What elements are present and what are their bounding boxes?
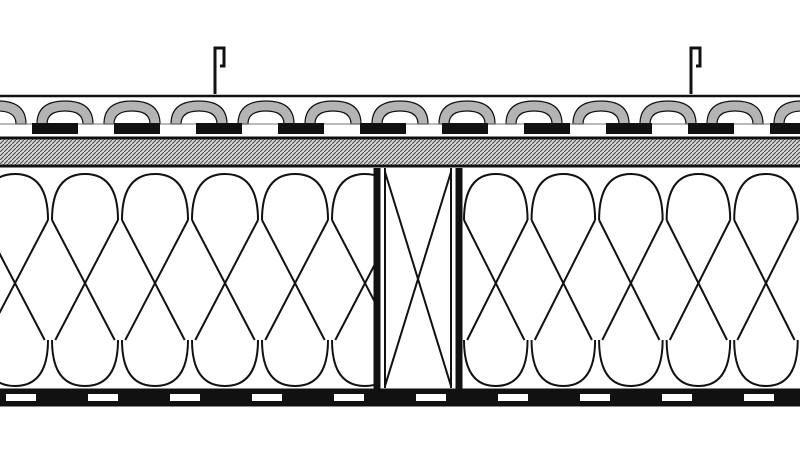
insulation-loop <box>665 339 732 388</box>
insulation-loop <box>261 339 329 388</box>
insulation-loop <box>598 339 664 388</box>
insulation-strand <box>54 219 119 341</box>
sarking-board-layer <box>0 136 800 168</box>
roof-tile <box>706 100 764 125</box>
roof-tile <box>572 100 630 125</box>
insulation-loop <box>463 339 529 388</box>
insulation-strand <box>264 219 329 341</box>
batten <box>196 123 242 134</box>
lining-gap <box>170 394 200 401</box>
lining-gap <box>6 394 36 401</box>
insulation-strand <box>261 219 326 341</box>
roof-tile <box>103 100 161 125</box>
batten <box>770 123 800 134</box>
insulation-loop <box>463 172 529 221</box>
insulation-loop <box>51 339 119 388</box>
hook-clip-icon <box>689 46 702 94</box>
roof-tile <box>170 100 228 125</box>
insulation-strand <box>533 219 596 341</box>
hook-clip-icon <box>213 46 226 94</box>
insulation-loop <box>331 339 374 388</box>
roof-tile <box>639 100 697 125</box>
insulation-loop <box>121 172 189 221</box>
lining-gap <box>88 394 118 401</box>
insulation-loop <box>665 172 732 221</box>
insulation-strand <box>466 219 529 341</box>
insulation-loop <box>191 172 259 221</box>
roof-tile <box>304 100 362 125</box>
insulation-strand <box>733 219 796 341</box>
insulation-loop <box>598 172 664 221</box>
insulation-loop <box>530 339 597 388</box>
roof-tile <box>371 100 429 125</box>
batten <box>606 123 652 134</box>
rafter-timber <box>373 168 463 390</box>
insulation-strand <box>0 252 46 341</box>
insulation-strand <box>665 219 728 341</box>
insulation-loop <box>0 339 49 388</box>
roof-tile <box>505 100 563 125</box>
insulation-strand <box>598 219 661 341</box>
roof-tile <box>438 100 496 125</box>
batten <box>114 123 160 134</box>
insulation-strand <box>0 219 49 315</box>
batten <box>278 123 324 134</box>
insulation-loop <box>733 339 799 388</box>
batten <box>360 123 406 134</box>
insulation-loop <box>331 172 374 221</box>
insulation-loop <box>261 172 329 221</box>
batten <box>524 123 570 134</box>
insulation-strand <box>194 219 259 341</box>
lining-gap <box>416 394 446 401</box>
insulation-loop <box>530 172 597 221</box>
batten <box>688 123 734 134</box>
insulation-left <box>0 172 374 388</box>
insulation-right <box>463 172 799 388</box>
roof-tile <box>36 100 94 125</box>
insulation-strand <box>121 219 186 341</box>
roof-tile <box>0 100 27 125</box>
roof-tile <box>237 100 295 125</box>
roof-tile <box>773 100 800 125</box>
lining-gap <box>334 394 364 401</box>
insulation-loop <box>121 339 189 388</box>
insulation-strand <box>191 219 256 341</box>
fixings-group <box>213 46 702 94</box>
insulation-strand <box>331 219 374 303</box>
insulation-strand <box>334 263 374 341</box>
insulation-loop <box>51 172 119 221</box>
insulation-strand <box>463 219 526 341</box>
lining-gap <box>252 394 282 401</box>
insulation-strand <box>736 219 799 341</box>
insulation-loop <box>0 172 49 221</box>
battens-layer <box>32 123 800 134</box>
insulation-strand <box>124 219 189 341</box>
roof-tiles-layer <box>0 94 800 125</box>
insulation-strand <box>51 219 116 341</box>
insulation-loop <box>191 339 259 388</box>
inner-lining-layer <box>0 388 800 407</box>
lining-gap <box>580 394 610 401</box>
lining-gap <box>498 394 528 401</box>
batten <box>32 123 78 134</box>
batten <box>442 123 488 134</box>
lining-gap <box>662 394 692 401</box>
insulation-strand <box>601 219 664 341</box>
lining-gap <box>744 394 774 401</box>
insulation-loop <box>733 172 799 221</box>
insulation-strand <box>530 219 593 341</box>
insulation-strand <box>668 219 732 341</box>
